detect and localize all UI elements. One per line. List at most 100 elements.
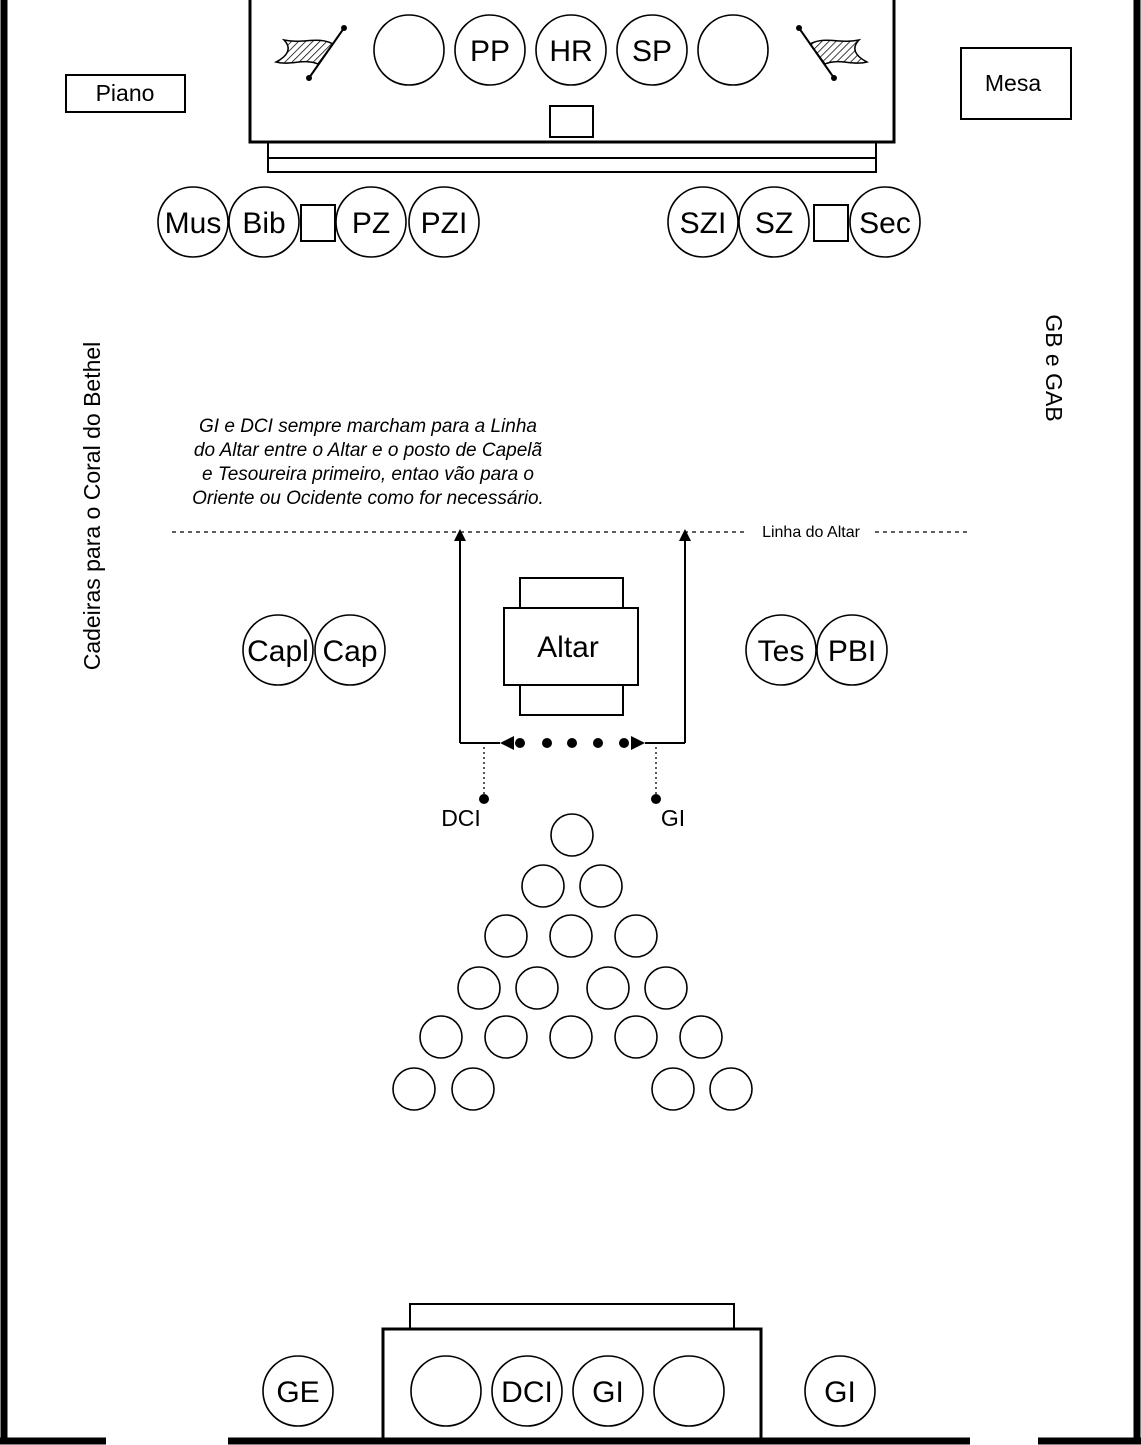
seat-capl: Capl [242,614,314,686]
piano-box: Piano [65,74,186,113]
svg-text:e Tesoureira primeiro, entao v: e Tesoureira primeiro, entao vão para o [202,464,534,485]
seat-label: Cap [322,635,377,668]
seat-circle [419,1015,463,1059]
side-label-right: GB e GAB [1041,314,1067,421]
seat-label: PBI [828,635,876,668]
seat-sz: SZ [738,186,810,258]
east-desk [549,105,594,138]
mesa-box: Mesa [960,47,1072,120]
svg-text:Piano: Piano [96,80,155,106]
seat-circle [491,1355,563,1427]
dci-marker-label: DCI [441,805,481,831]
altar-right-seats: Tes PBI [745,614,888,686]
seat-pp: PP [454,14,526,86]
seat-mus: Mus [157,186,229,258]
seat-circle [373,14,445,86]
member-seat [614,914,658,958]
flag-icon-left [273,25,347,81]
seat-circle [549,1015,593,1059]
seat-circle [521,864,565,908]
svg-text:Linha do Altar: Linha do Altar [762,524,861,541]
seat-circle [314,614,386,686]
seat-hr: HR [535,14,607,86]
seat-circle [549,914,593,958]
east-row-left: Mus Bib PZ PZI [157,186,480,258]
seat-pbi: PBI [816,614,888,686]
member-seat [521,864,565,908]
member-seat [614,1015,658,1059]
seat-label: Sec [859,207,911,240]
svg-text:do Altar entre o Altar e o pos: do Altar entre o Altar e o posto de Cape… [194,440,543,461]
member-seat [709,1067,753,1111]
seat-circle [157,186,229,258]
seat-label: Tes [758,635,805,668]
procession-path: DCI GI [441,529,691,831]
seat-circle [484,914,528,958]
seat-szi: SZI [667,186,739,258]
seat-pz: PZ [335,186,407,258]
member-seat [484,914,528,958]
seat-circle [572,1355,644,1427]
seat-circle [228,186,300,258]
member-seat [457,966,501,1010]
seat-circle [392,1067,436,1111]
seat-circle [679,1015,723,1059]
seat-circle [457,966,501,1010]
seat-circle [515,966,559,1010]
seat-label: GE [276,1376,319,1409]
seat-label: Mus [165,207,222,240]
altar-line: Linha do Altar [172,524,969,541]
seat-circle [644,966,688,1010]
seat-label: GI [824,1376,856,1409]
seat-circle [451,1067,495,1111]
seat-pzi: PZI [408,186,480,258]
svg-text:GI e DCI sempre marcham para a: GI e DCI sempre marcham para a Linha [199,416,537,437]
seat-circle [653,1355,725,1427]
seat-gi: GI [572,1355,644,1427]
seat-label: Bib [242,207,285,240]
seat-circle [709,1067,753,1111]
member-seat [392,1067,436,1111]
seat-ge: GE [262,1355,334,1427]
member-seat [451,1067,495,1111]
seat-circle [614,1015,658,1059]
east-row-right-table [813,204,849,242]
seat-circle [614,914,658,958]
gi-marker-label: GI [661,805,685,831]
seat-label: GI [592,1376,624,1409]
seat-dci: DCI [491,1355,563,1427]
seat-circle [262,1355,334,1427]
seat-circle [550,813,594,857]
seat-circle [816,614,888,686]
seat-label: SP [632,35,672,68]
member-seat [549,1015,593,1059]
seat-circle [804,1355,876,1427]
member-seat [586,966,630,1010]
seat-label: HR [549,35,592,68]
seat-circle [745,614,817,686]
seat-circle [242,614,314,686]
seat-empty [653,1355,725,1427]
seat-empty [697,14,769,86]
altar: Altar [503,577,639,716]
procession-note: GI e DCI sempre marcham para a Linha do … [192,416,544,509]
seat-circle [667,186,739,258]
seat-circle [616,14,688,86]
member-seat [644,966,688,1010]
member-seat [549,914,593,958]
seat-cap: Cap [314,614,386,686]
member-seat [419,1015,463,1059]
seat-circle [579,864,623,908]
member-seat [679,1015,723,1059]
flag-icon-right [796,25,870,81]
east-platform [248,0,896,173]
seat-label: PZI [421,207,468,240]
seat-circle [454,14,526,86]
seat-circle [410,1355,482,1427]
seat-bib: Bib [228,186,300,258]
member-seat [651,1067,695,1111]
side-label-left: Cadeiras para o Coral do Bethel [79,342,105,671]
